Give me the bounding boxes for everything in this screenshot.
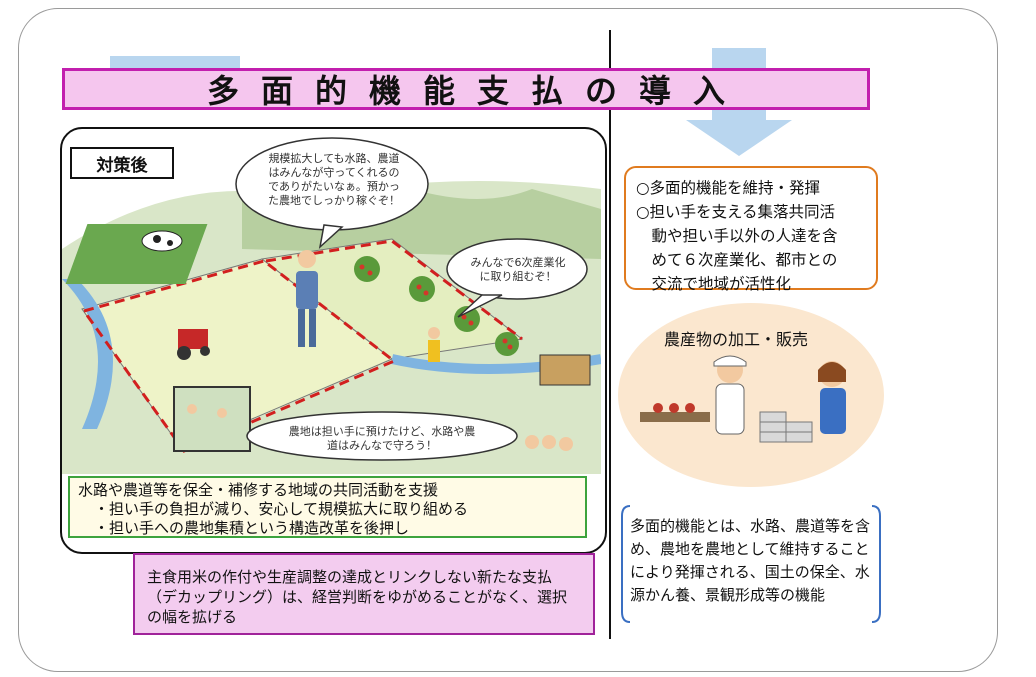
processing-sales-label: 農産物の加工・販売 — [664, 330, 809, 349]
rural-landscape-illustration — [62, 137, 601, 474]
definition-brackets — [621, 505, 881, 623]
effect-item: ○多面的機能を維持・発揮 — [636, 179, 821, 197]
effect-item: 交流で地域が活性化 — [636, 275, 792, 293]
effect-item: ○担い手を支える集落共同活 — [636, 203, 836, 221]
support-point: ・担い手への農地集積という構造改革を後押し — [94, 519, 410, 537]
page-title: 多面的機能支払の導入 — [206, 72, 747, 110]
title-banner: 多面的機能支払の導入 — [62, 68, 870, 110]
effect-item: めて６次産業化、都市との — [636, 251, 838, 269]
effects-box: ○多面的機能を維持・発揮 ○担い手を支える集落共同活 動や担い手以外の人達を含 … — [624, 166, 878, 293]
support-heading: 水路や農道等を保全・補修する地域の共同活動を支援 — [78, 481, 439, 499]
support-box: 水路や農道等を保全・補修する地域の共同活動を支援 ・担い手の負担が減り、安心して… — [68, 476, 587, 538]
community-speech-bubble: みんなで6次産業化に取り組むぞ！ — [470, 256, 566, 283]
decoupling-box: 主食用米の作付や生産調整の達成とリンクしない新たな支払（デカップリング）は、経営… — [133, 553, 595, 635]
down-arrow-left — [110, 56, 240, 70]
support-point: ・担い手の負担が減り、安心して規模拡大に取り組める — [94, 500, 468, 518]
bottom-speech-bubble: 農地は担い手に預けたけど、水路や農道はみんなで守ろう！ — [288, 425, 476, 452]
effect-item: 動や担い手以外の人達を含 — [636, 227, 838, 245]
column-divider — [609, 30, 611, 639]
farmer-speech-bubble: 規模拡大しても水路、農道はみんなが守ってくれるのでありがたいなぁ。預かった農地で… — [268, 152, 400, 207]
multifunction-definition: 多面的機能とは、水路、農道等を含め、農地を農地として維持することにより発揮される… — [630, 517, 871, 604]
after-measures-tag: 対策後 — [70, 147, 174, 179]
processing-illustration — [640, 355, 846, 443]
